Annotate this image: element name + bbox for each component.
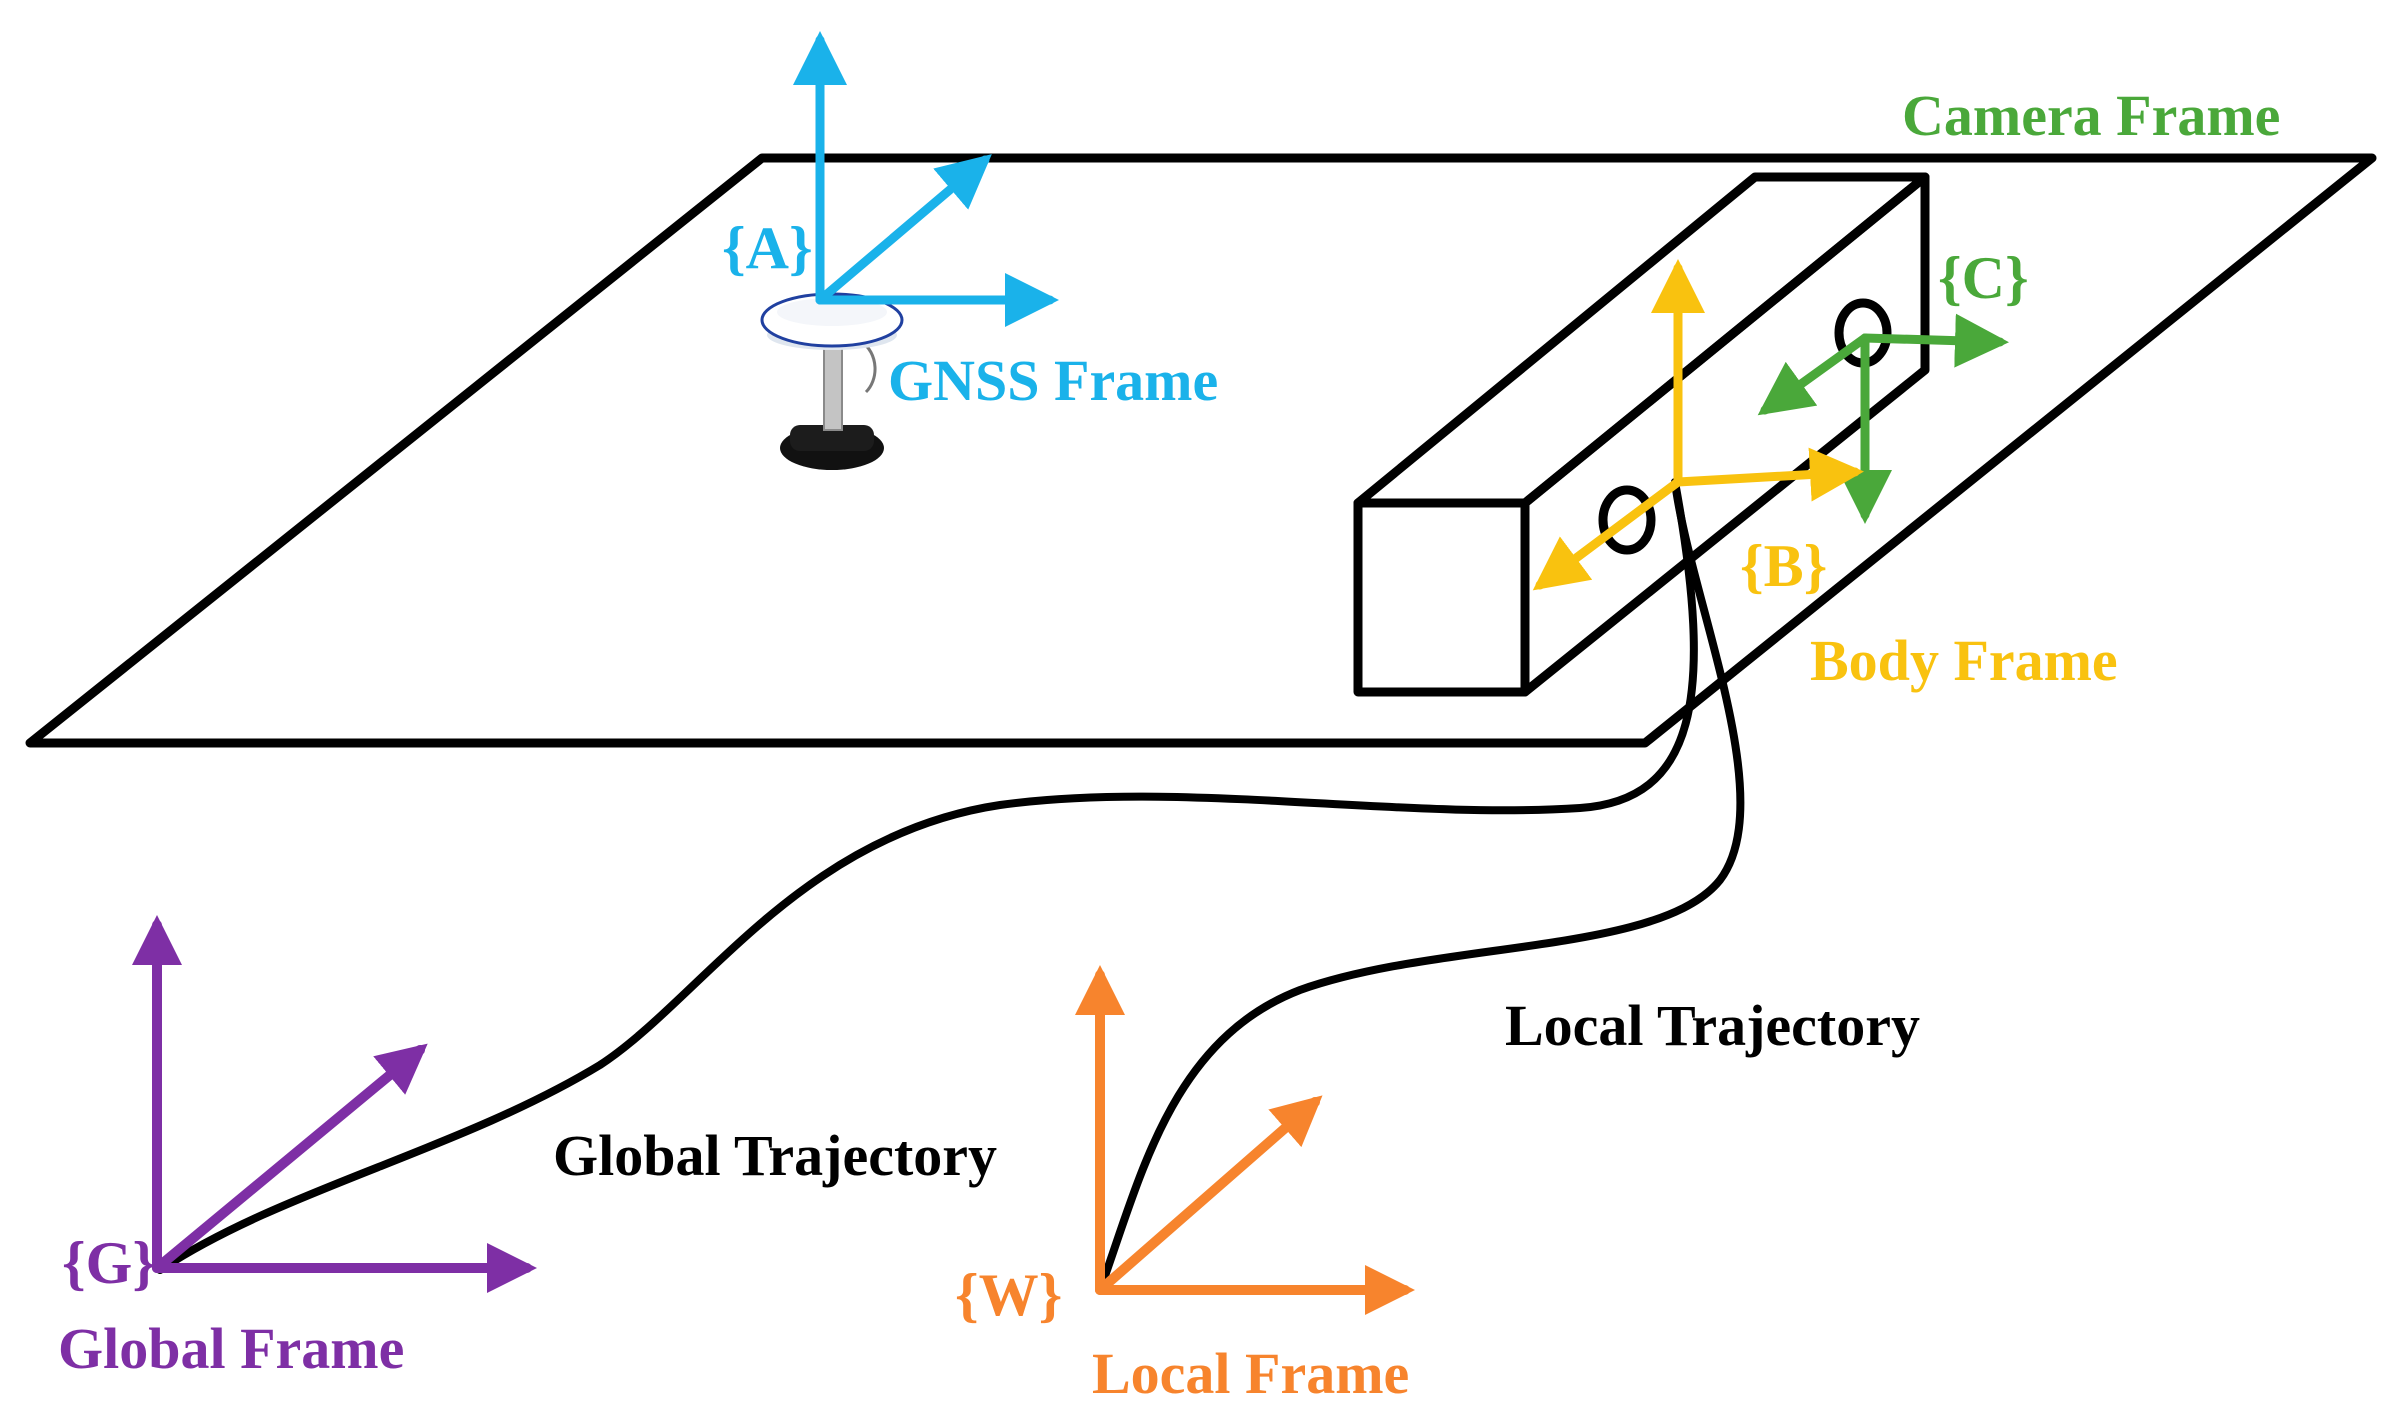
gnss-antenna-icon bbox=[760, 292, 904, 470]
body-frame-id: {B} bbox=[1740, 533, 1827, 599]
local-trajectory-curve bbox=[1096, 478, 1745, 1294]
antenna-dome-top bbox=[777, 298, 887, 326]
local-trajectory-label: Local Trajectory bbox=[1505, 993, 1920, 1058]
local-frame-axes bbox=[1075, 965, 1415, 1315]
gnss-frame-id: {A} bbox=[722, 215, 813, 281]
local-frame-id: {W} bbox=[955, 1262, 1062, 1328]
gnss-frame-axes bbox=[793, 31, 1059, 327]
global-frame-axes bbox=[132, 915, 537, 1293]
camera-frame-id: {C} bbox=[1938, 245, 2029, 311]
antenna-pole bbox=[823, 344, 843, 431]
sensor-box bbox=[1353, 172, 1930, 697]
gnss-y-axis bbox=[815, 154, 992, 305]
antenna-base bbox=[790, 425, 874, 451]
global-frame-id: {G} bbox=[62, 1230, 156, 1296]
global-y-axis bbox=[152, 1043, 428, 1273]
ground-plane bbox=[25, 153, 2377, 748]
sensor-box-front-face bbox=[1353, 498, 1530, 697]
body-x-axis bbox=[1673, 447, 1864, 502]
camera-y-axis bbox=[1757, 333, 1870, 416]
local-frame-label: Local Frame bbox=[1092, 1341, 1409, 1406]
local-y-axis bbox=[1095, 1095, 1323, 1295]
global-trajectory-label: Global Trajectory bbox=[553, 1123, 997, 1188]
camera-lens-left bbox=[1598, 485, 1656, 555]
body-frame-axes bbox=[1532, 259, 1864, 591]
body-y-axis bbox=[1532, 477, 1683, 591]
camera-frame-axes bbox=[1757, 313, 2009, 524]
gnss-frame-label: GNSS Frame bbox=[888, 348, 1218, 413]
camera-x-axis bbox=[1860, 313, 2009, 368]
global-trajectory-curve bbox=[156, 478, 1698, 1274]
body-frame-label: Body Frame bbox=[1810, 628, 2118, 693]
global-frame-label: Global Frame bbox=[58, 1316, 404, 1381]
sensor-box-side-face bbox=[1520, 172, 1930, 697]
camera-frame-label: Camera Frame bbox=[1902, 83, 2280, 148]
